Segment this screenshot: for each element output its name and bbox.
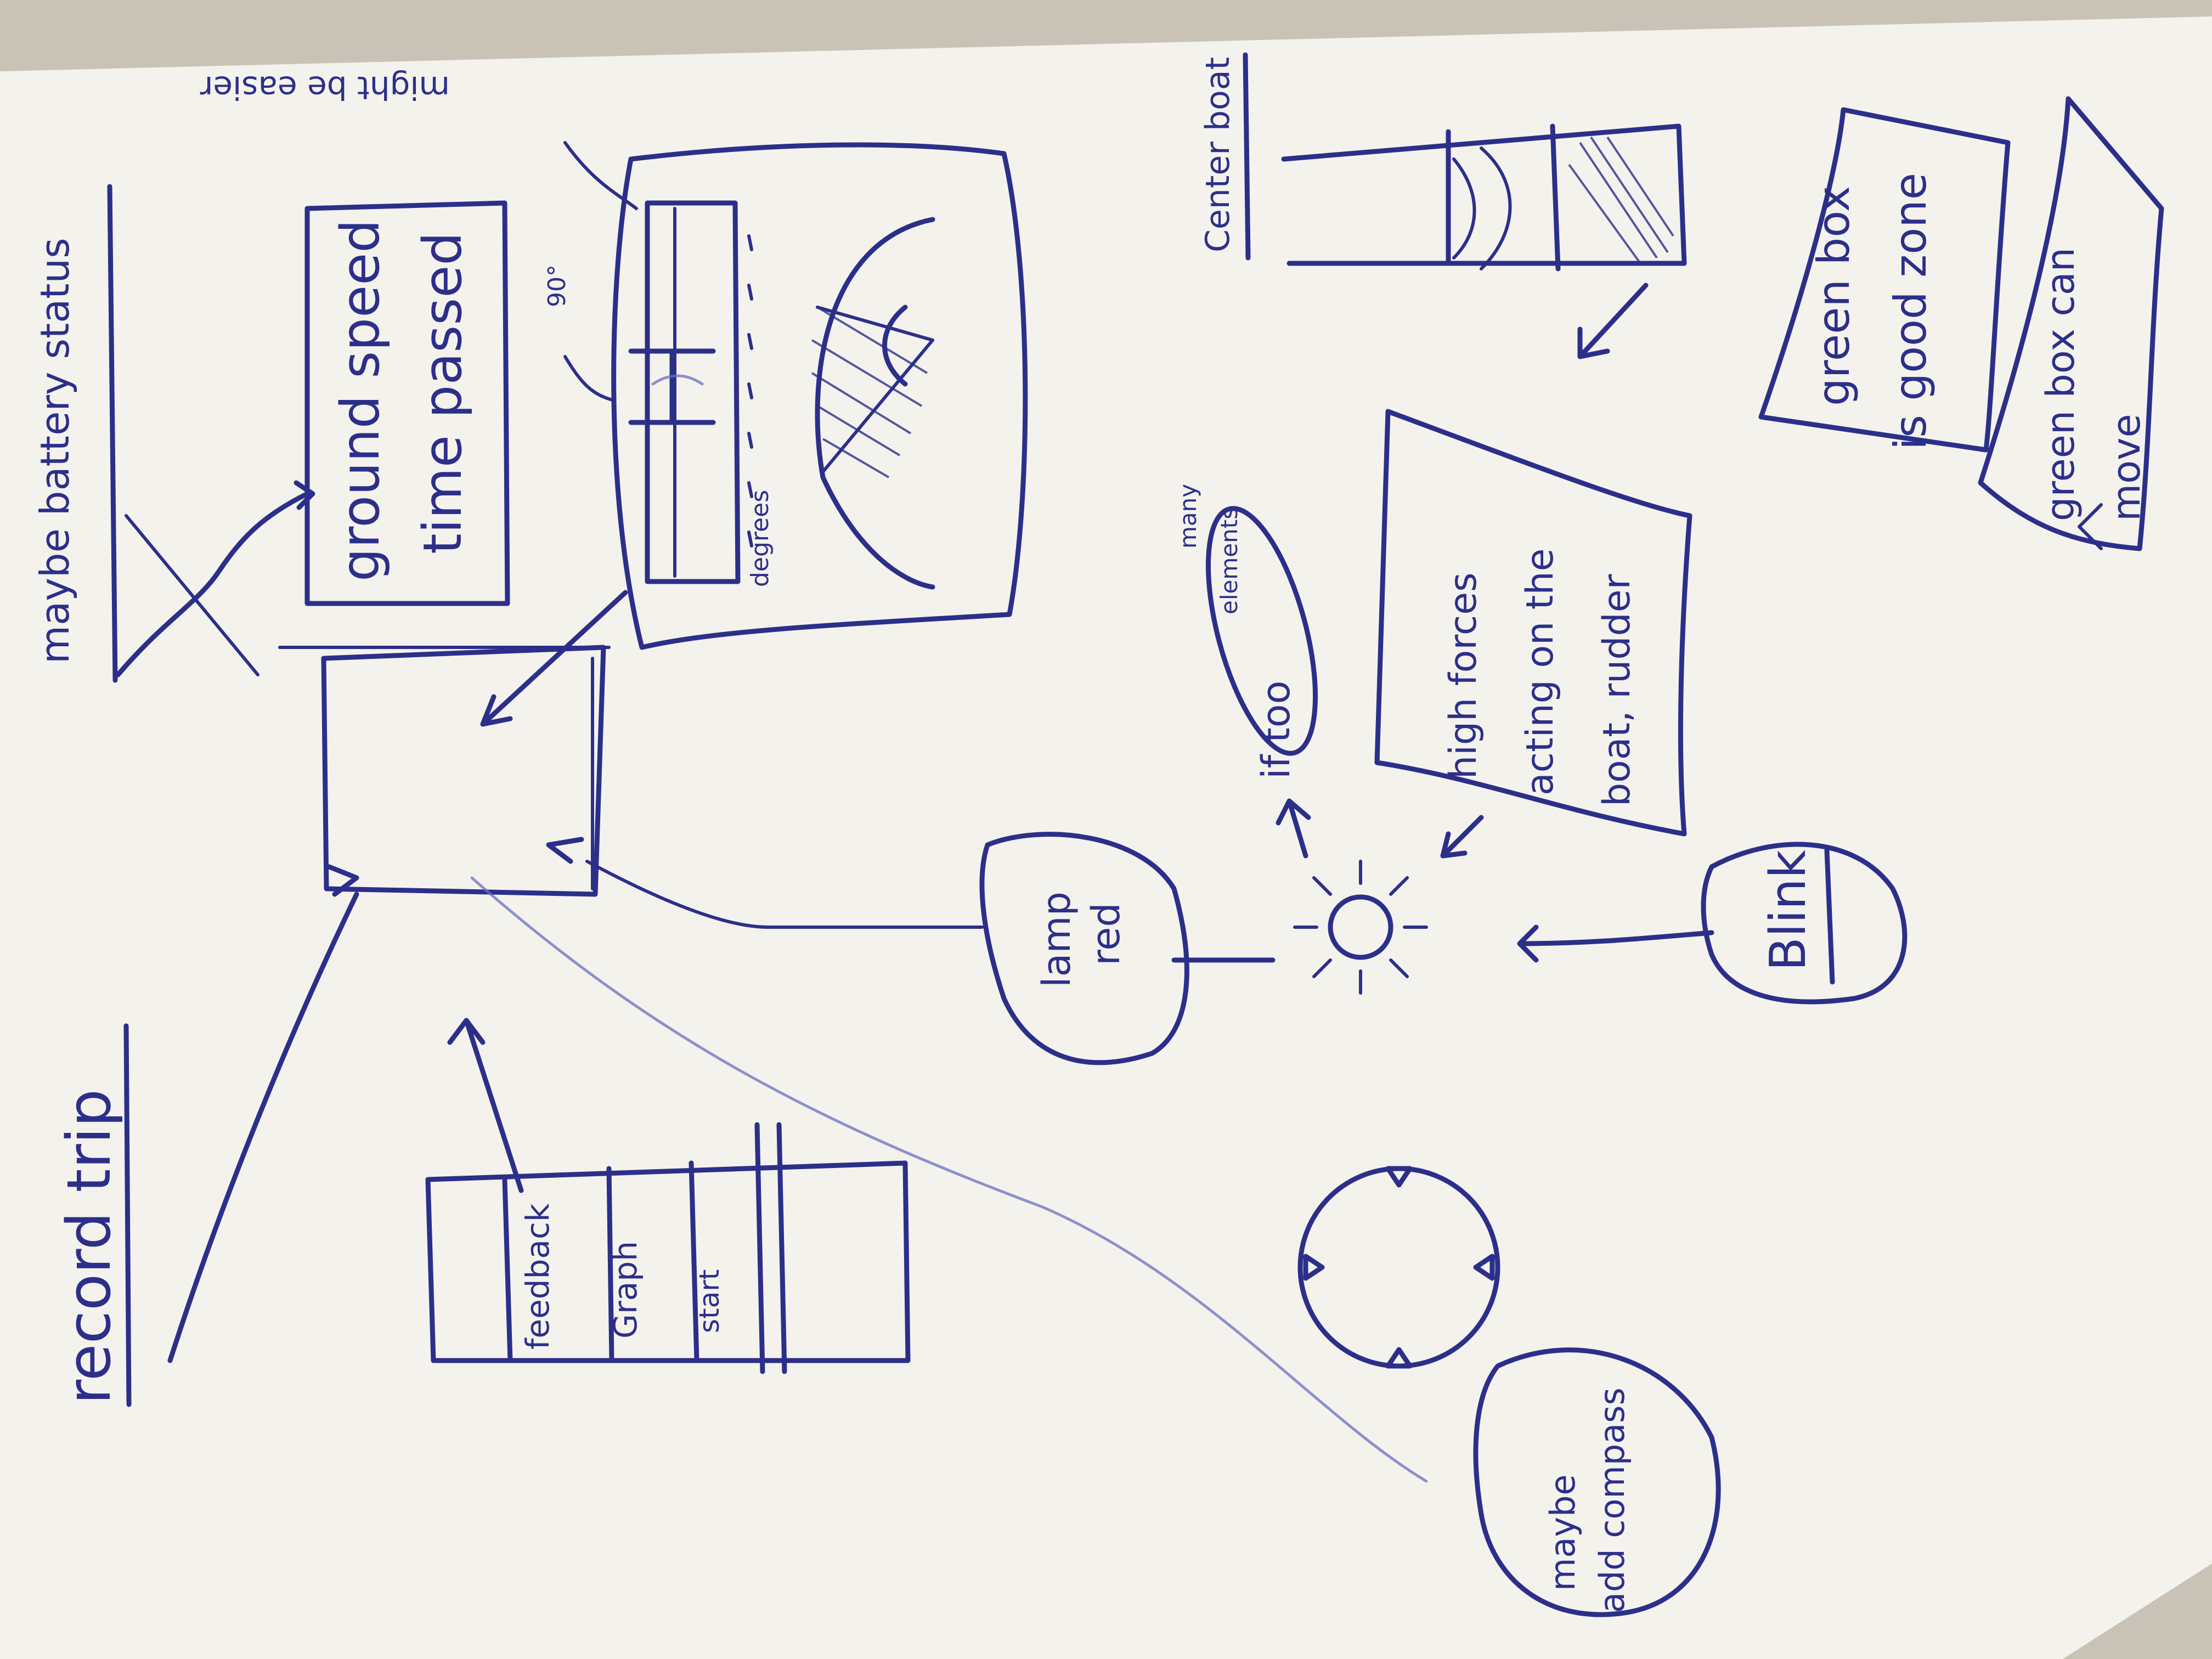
center-boat-title: Center boat	[1199, 57, 1237, 252]
red-text: red	[1084, 902, 1128, 966]
move-line2: move	[2104, 414, 2149, 521]
gauge-hatching	[811, 306, 928, 478]
green-box-move-arrow	[2078, 503, 2103, 550]
menu-item-start[interactable]: start	[693, 1269, 725, 1333]
menu-box	[425, 1160, 911, 1363]
high-forces-line1: high forces	[1442, 572, 1485, 779]
warning-light-rays	[1293, 860, 1428, 995]
blink-underline	[1824, 848, 1835, 985]
might-be-easier-text: might be easier	[200, 69, 450, 106]
compass-sketch	[1297, 1166, 1500, 1369]
compass-marker-top	[1385, 1166, 1413, 1188]
semicircle-gauge	[815, 217, 935, 590]
menu-divider-1	[502, 1177, 513, 1363]
green-box-line1: green box	[1808, 186, 1859, 406]
battery-arrowhead	[294, 480, 315, 510]
center-boat-arrows	[1452, 146, 1512, 270]
warning-light-icon	[1276, 798, 1484, 995]
center-boat-section: Center boat	[1199, 52, 1687, 359]
high-forces-line3: boat, rudder	[1595, 574, 1639, 806]
slider-track	[645, 200, 741, 584]
warning-light-bulb	[1328, 894, 1393, 960]
record-trip-section: record trip feedback Graph start	[54, 1018, 911, 1407]
many-text: many	[1175, 484, 1201, 549]
too-many-ellipse	[1205, 506, 1318, 756]
center-boat-hatching	[1568, 136, 1674, 264]
ground-speed-label: ground speed	[330, 219, 391, 582]
forces-to-light-arrow	[1440, 815, 1484, 859]
battery-status-note: maybe battery status	[32, 184, 315, 683]
high-forces-line2: acting on the	[1519, 549, 1562, 795]
degrees-label: degrees	[746, 490, 774, 587]
battery-arrow	[115, 491, 310, 678]
green-box-notes: green box is good zone green box can mov…	[1758, 96, 2164, 551]
too-many-elements-note: if too many elements	[1175, 484, 1318, 779]
menu-divider-3	[689, 1160, 699, 1363]
gauge-to-screen-arrow	[480, 590, 628, 727]
menu-item-graph[interactable]: Graph	[607, 1241, 644, 1339]
menu-divider-5	[776, 1122, 787, 1374]
record-trip-title: record trip	[54, 1089, 124, 1404]
blink-to-light-arrow	[1517, 924, 1714, 963]
light-to-forces-arrow	[1276, 798, 1311, 859]
menu-divider-2	[606, 1166, 614, 1363]
maybe-text: maybe	[1543, 1474, 1583, 1591]
green-box-move-frame	[1978, 96, 2164, 551]
battery-guide-line	[125, 514, 259, 676]
elements-text: elements	[1216, 507, 1243, 614]
main-screen-sketch	[167, 590, 984, 1363]
lamp-text: lamp	[1034, 891, 1079, 988]
paper-sheet	[0, 16, 2212, 1659]
center-boat-underline	[1243, 52, 1251, 261]
lamp-connector	[585, 860, 984, 929]
ninety-degree-arrow	[563, 355, 616, 402]
battery-underline	[107, 184, 118, 683]
green-box-can-line1: green box can	[2038, 247, 2083, 521]
blink-text: Blink	[1759, 850, 1817, 971]
screen-corner-mark	[326, 864, 359, 897]
slider-ticks	[747, 234, 753, 548]
slider-shade	[651, 374, 704, 386]
lamp-arrowhead	[546, 837, 584, 864]
green-box-zone-frame	[1758, 107, 2011, 453]
blink-bubble: Blink	[1517, 842, 1908, 1005]
gauge-needle-left	[816, 306, 934, 342]
add-compass-text: add compass	[1592, 1387, 1632, 1613]
high-forces-note: high forces acting on the boat, rudder	[1374, 409, 1692, 837]
gauge-needle-right	[821, 338, 934, 473]
center-boat-arrow	[1577, 283, 1649, 359]
menu-to-screen-arrow	[447, 1018, 524, 1193]
record-trip-arrow	[167, 891, 359, 1363]
record-trip-underline	[123, 1023, 132, 1407]
might-be-easier-note: might be easier	[200, 69, 638, 210]
might-be-easier-arrow	[563, 141, 638, 210]
gauge-panel: degrees 90°	[543, 142, 1028, 650]
high-forces-box	[1374, 409, 1692, 837]
compass-marker-bottom	[1385, 1347, 1413, 1369]
good-zone-line2: is good zone	[1885, 173, 1936, 450]
add-compass-bubble: maybe add compass	[1473, 1347, 1721, 1617]
main-screen-box	[321, 645, 606, 897]
menu-divider-4	[754, 1122, 765, 1374]
lamp-bubble-outline	[979, 832, 1189, 1065]
add-compass-outline	[1473, 1347, 1721, 1617]
time-passed-label: time passed	[412, 232, 473, 554]
lamp-red-bubble: lamp red	[979, 832, 1276, 1065]
menu-item-feedback[interactable]: feedback	[519, 1203, 556, 1350]
gauge-hub	[882, 304, 908, 387]
ground-speed-panel: ground speed time passed	[304, 200, 510, 606]
blink-bubble-outline	[1701, 842, 1908, 1005]
compass-connector-curve	[470, 876, 1428, 1483]
center-boat-bar-right	[1550, 123, 1561, 272]
gauge-outline	[611, 142, 1028, 650]
ground-speed-box	[304, 200, 510, 606]
battery-status-text: maybe battery status	[32, 238, 78, 664]
ninety-degree-label: 90°	[543, 264, 571, 307]
compass-marker-right	[1473, 1254, 1495, 1281]
compass-marker-left	[1303, 1254, 1325, 1281]
